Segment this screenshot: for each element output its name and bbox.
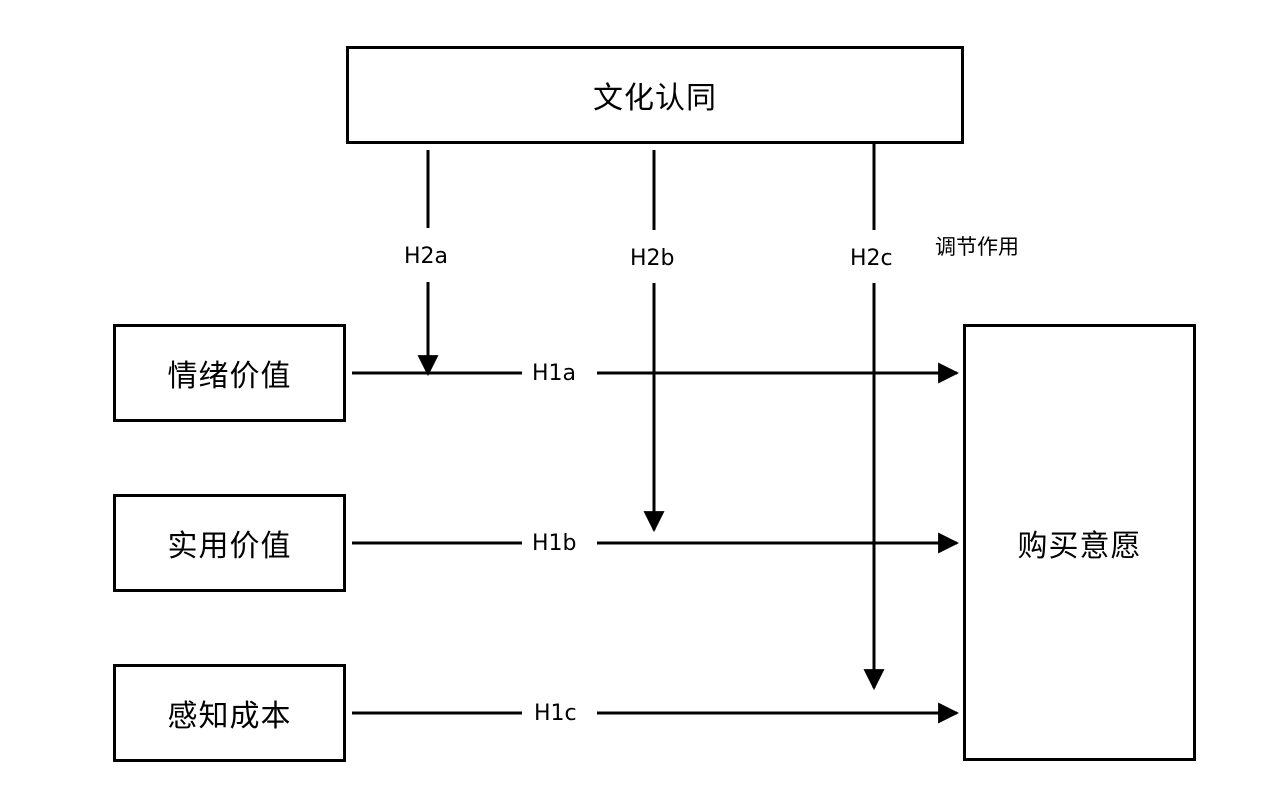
path-label-h1b: H1b xyxy=(524,530,585,559)
moderator-box: 文化认同 xyxy=(346,46,964,144)
predictor-label: 实用价值 xyxy=(167,529,292,564)
path-label-h2b: H2b xyxy=(622,245,683,274)
path-label-h1a: H1a xyxy=(524,360,585,389)
predictor-box-emotional-value: 情绪价值 xyxy=(113,324,346,422)
path-label-h2c: H2c xyxy=(842,245,901,274)
predictor-box-practical-value: 实用价值 xyxy=(113,494,346,592)
moderator-label: 文化认同 xyxy=(593,81,717,116)
path-label-h1c: H1c xyxy=(526,700,585,729)
predictor-label: 感知成本 xyxy=(167,699,292,734)
outcome-box: 购买意愿 xyxy=(963,324,1196,761)
predictor-box-perceived-cost: 感知成本 xyxy=(113,664,346,762)
moderation-note: 调节作用 xyxy=(935,235,1019,259)
path-label-h2a: H2a xyxy=(396,243,457,272)
outcome-label: 购买意愿 xyxy=(1017,528,1142,564)
predictor-label: 情绪价值 xyxy=(167,359,292,394)
